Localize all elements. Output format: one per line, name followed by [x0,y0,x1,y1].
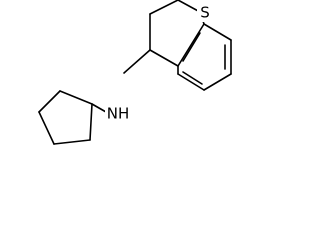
bond-cp2-cp3 [38,90,61,113]
bond-layer [38,0,232,145]
bond-c4-c4a [149,49,179,67]
sulfur-label-bg [197,4,213,22]
bond-c2-c3 [149,0,179,15]
bond-s-c2 [177,0,201,13]
bond-cp1-cp2 [59,90,93,105]
chemical-structure-drawing: S NH [38,0,232,145]
double-bond-c6-c5-inner [182,71,203,85]
bond-cp4-cp5 [53,139,91,145]
bond-c4-n [123,49,151,74]
bond-c7-c6 [203,73,232,91]
molecule-canvas: S NH [0,0,248,148]
amine-label-bg [105,105,131,123]
bond-cp5-cp1 [89,103,93,141]
bond-c8a-c8 [203,23,232,41]
bond-n-cyclopentyl [91,103,107,113]
bond-c8a-c4a [177,23,205,67]
amine-label: NH [107,105,130,123]
double-bond-c8a-c4a-inner [182,32,201,62]
atom-labels: S NH [105,4,213,123]
bond-c6-c5 [177,73,205,91]
sulfur-label: S [200,4,210,22]
bond-cp3-cp4 [38,111,55,145]
